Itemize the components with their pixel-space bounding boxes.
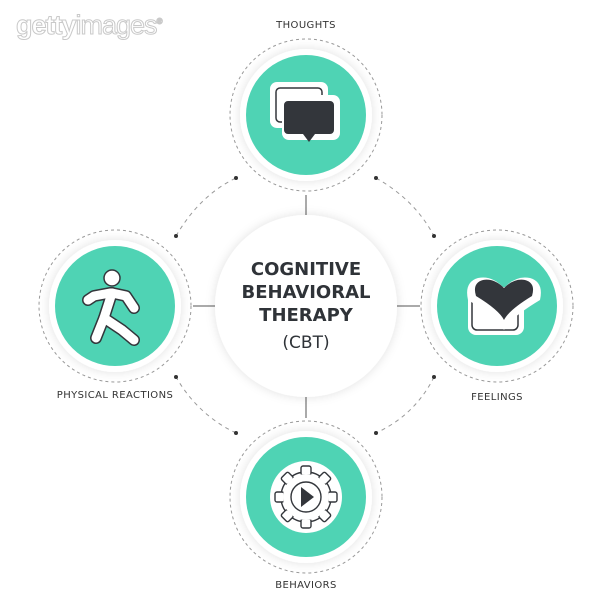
node-behaviors — [229, 420, 383, 574]
connector-lines — [193, 195, 420, 418]
center-circle — [215, 215, 397, 397]
center-line-3: THERAPY — [259, 304, 353, 326]
watermark-mark: ® — [156, 17, 163, 27]
center-line-1: COGNITIVE — [250, 258, 362, 280]
label-feelings: FEELINGS — [471, 392, 523, 403]
watermark-bold: getty — [16, 10, 77, 41]
center-abbr: (CBT) — [282, 332, 330, 353]
center-title: COGNITIVE BEHAVIORAL THERAPY (CBT) — [214, 214, 398, 398]
label-thoughts: THOUGHTS — [276, 20, 336, 31]
center-line-2: BEHAVIORAL — [241, 281, 371, 303]
watermark-light: images — [75, 10, 158, 41]
node-physical-reactions — [38, 229, 192, 383]
running-person-icon — [82, 269, 140, 346]
arrow-heads — [174, 176, 436, 435]
heart-bubble-icon — [467, 277, 541, 335]
cycle-arrows — [175, 177, 435, 434]
label-behaviors: BEHAVIORS — [275, 580, 337, 591]
gear-play-icon — [270, 461, 342, 533]
getty-images-watermark: gettyimages® — [16, 10, 163, 41]
node-feelings — [420, 229, 574, 383]
label-physical-reactions: PHYSICAL REACTIONS — [56, 390, 174, 401]
node-thoughts — [229, 38, 383, 192]
speech-bubbles-icon — [270, 82, 340, 142]
